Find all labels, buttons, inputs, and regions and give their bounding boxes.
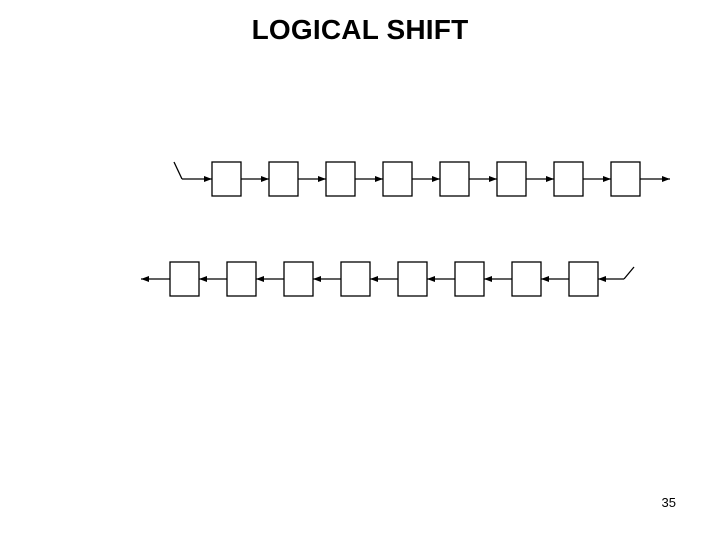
register-cell <box>439 161 470 197</box>
register-cell <box>454 261 485 297</box>
register-cell <box>382 161 413 197</box>
input-switch-line <box>623 266 635 280</box>
right-shift-register <box>173 161 670 197</box>
register-cell <box>283 261 314 297</box>
input-switch-line <box>173 161 183 180</box>
page-number: 35 <box>661 495 676 510</box>
register-cell <box>397 261 428 297</box>
register-cell <box>211 161 242 197</box>
register-cell <box>511 261 542 297</box>
register-cell <box>268 161 299 197</box>
register-cell <box>340 261 371 297</box>
register-cell <box>496 161 527 197</box>
left-shift-register <box>141 261 635 297</box>
register-cell <box>568 261 599 297</box>
register-cell <box>226 261 257 297</box>
register-cell <box>553 161 584 197</box>
slide-title: LOGICAL SHIFT <box>251 14 469 45</box>
register-cell <box>325 161 356 197</box>
register-cell <box>169 261 200 297</box>
register-cell <box>610 161 641 197</box>
